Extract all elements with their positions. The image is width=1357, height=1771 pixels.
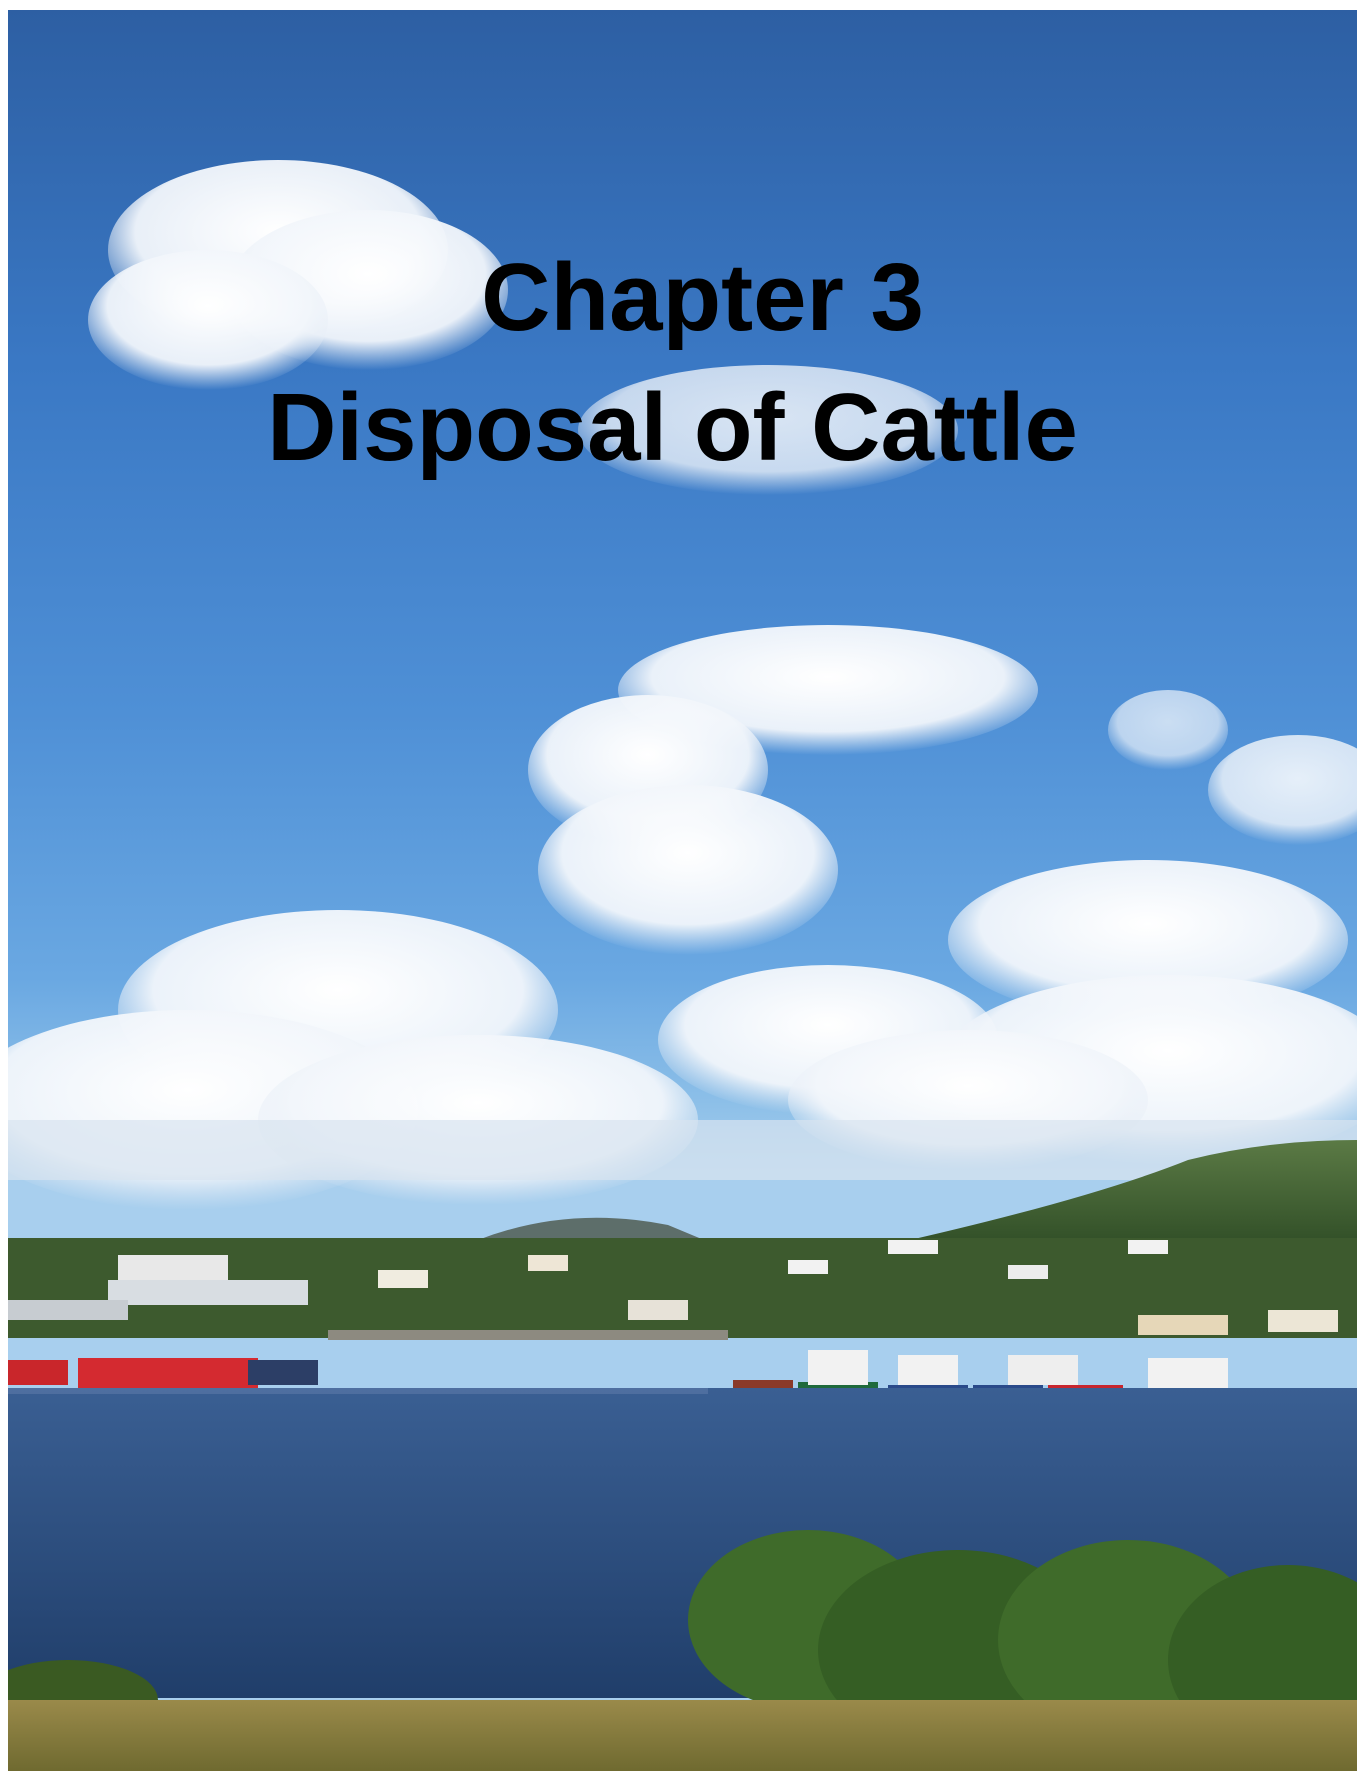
harbour-illustration xyxy=(8,160,1357,1771)
cloud-upper-left xyxy=(88,160,508,390)
cloud-band-lower xyxy=(8,860,1357,1210)
cloud-title xyxy=(578,365,958,495)
chapter-heading: Chapter 3 xyxy=(481,244,924,351)
foreground-grass xyxy=(8,1700,1357,1771)
chapter-title-block: Chapter 3 Disposal of Cattle xyxy=(8,250,1357,476)
chapter-title: Disposal of Cattle xyxy=(267,374,1078,481)
town xyxy=(8,1238,1357,1340)
cloud-middle xyxy=(528,625,1357,955)
harbour-photo xyxy=(8,10,1357,1771)
